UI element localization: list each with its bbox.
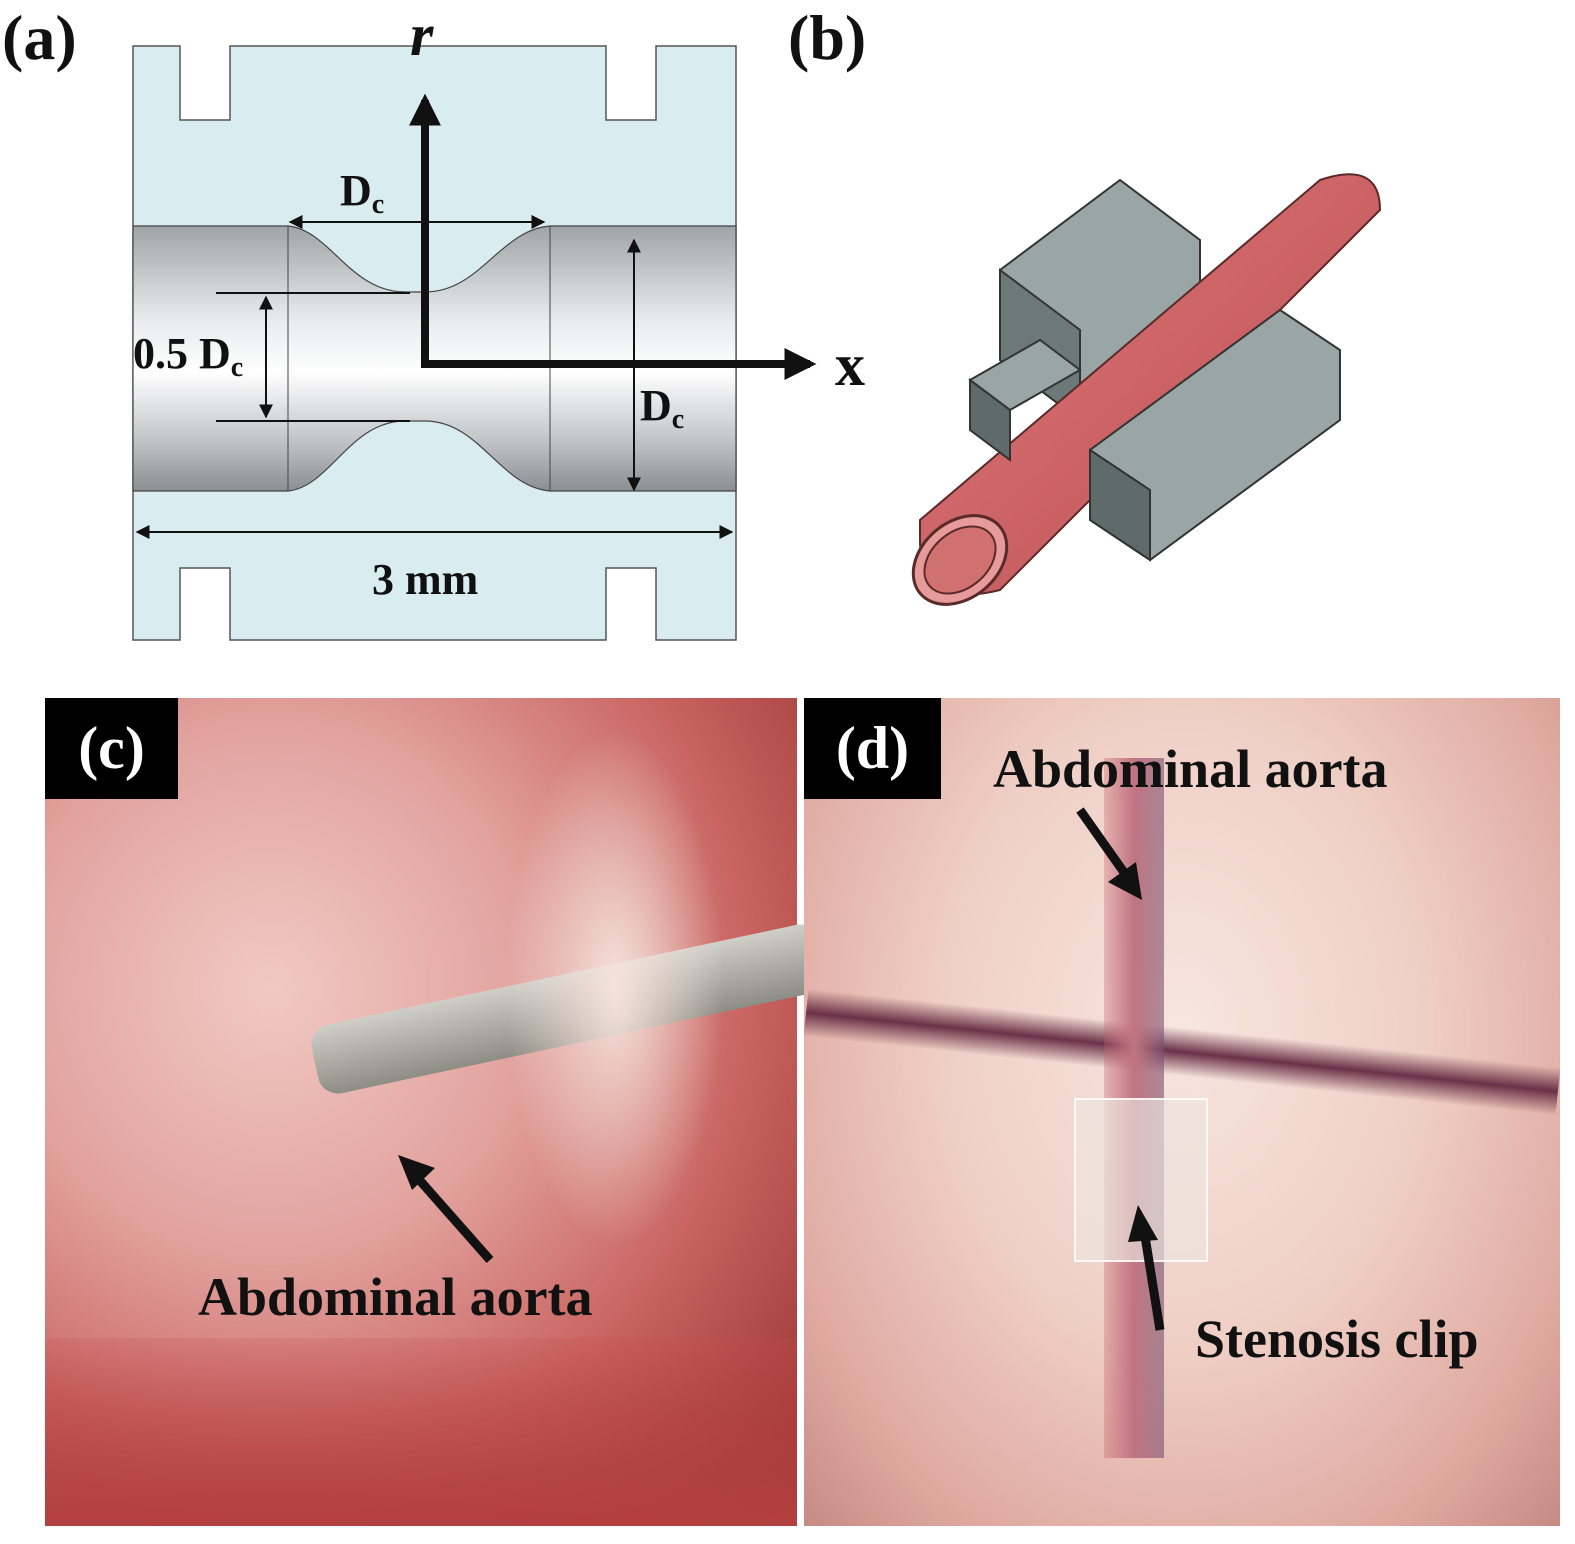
tissue-highlight (505, 728, 725, 1248)
panel-label-b: (b) (788, 2, 867, 73)
caption-abdominal-aorta-d: Abdominal aorta (993, 739, 1388, 799)
panel-label-c: (c) (45, 698, 178, 799)
dim-length-label: 3 mm (372, 555, 478, 604)
panel-label-a: (a) (2, 2, 77, 73)
dim-diameter-label: Dc (640, 381, 684, 435)
arrow-d-bottom (1128, 1205, 1165, 1331)
clip-3d-render (911, 173, 1382, 606)
dim-throat-label: Dc (340, 166, 384, 220)
renal-vein (803, 988, 1561, 1116)
tissue-lower (45, 1338, 797, 1526)
caption-stenosis-clip: Stenosis clip (1195, 1309, 1479, 1369)
dim-stenosis-label: 0.5 Dc (133, 329, 243, 383)
surgical-photo-c (45, 698, 831, 1526)
caption-abdominal-aorta-c: Abdominal aorta (198, 1267, 593, 1327)
arrow-c (398, 1155, 494, 1263)
surgical-photo-d (803, 698, 1561, 1526)
axis-r-label: r (410, 2, 434, 68)
panel-label-d: (d) (804, 698, 941, 799)
stenosis-clip-d (1074, 1098, 1208, 1262)
stenosis-schematic: Dc 0.5 Dc Dc 3 mm r x (132, 2, 865, 641)
arrow-d-top (1076, 807, 1142, 900)
axis-x-label: x (835, 332, 865, 398)
